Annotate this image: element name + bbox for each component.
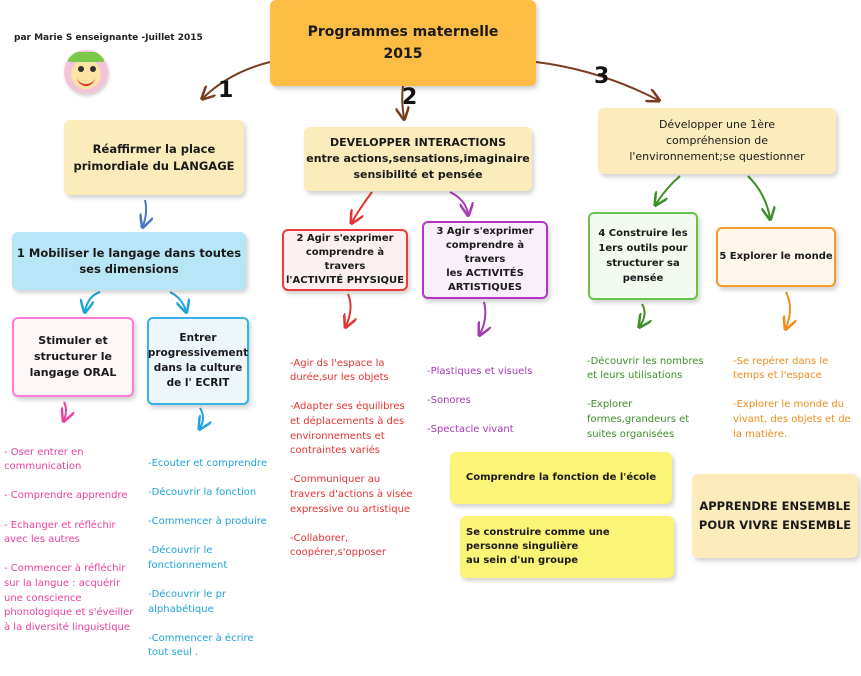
list-item: - Comprendre apprendre	[4, 490, 128, 502]
list-item: -Spectacle vivant	[427, 423, 514, 435]
arrow-l3-to-list	[480, 301, 485, 334]
arrow-l4-to-list	[640, 303, 645, 326]
list-activites-artistiques: -Plastiques et visuels -Sonores -Spectac…	[427, 350, 547, 452]
root-node[interactable]: Programmes maternelle 2015	[270, 0, 536, 86]
node-fonction-ecole-label: Comprendre la fonction de l'école	[465, 472, 657, 483]
domain-5-label: 5 Explorer le monde	[719, 251, 833, 262]
branch-environnement[interactable]: Développer une 1ère compréhension de l'e…	[598, 108, 836, 174]
arrow-b2-to-l2	[352, 191, 373, 222]
subdomain-ecrit[interactable]: Entrer progressivement dans la culture d…	[147, 317, 249, 405]
arrow-l5-to-list	[786, 291, 790, 328]
list-item: -Agir ds l'espace la durée,sur les objet…	[290, 357, 389, 384]
arrow-l1b-to-list	[200, 407, 203, 428]
list-oral: - Oser entrer en communication - Compren…	[4, 431, 134, 650]
subdomain-ecrit-label: Entrer progressivement dans la culture d…	[147, 332, 249, 389]
branch-interactions-label: DEVELOPPER INTERACTIONS entre actions,se…	[306, 136, 530, 181]
node-personne-singuliere-label: Se construire comme une personne singuli…	[466, 527, 610, 566]
list-item: -Découvrir le pr alphabétique	[148, 588, 227, 615]
arrow-b3-to-l5	[747, 175, 770, 218]
arrow-b2-to-l3	[449, 191, 468, 214]
subdomain-oral-label: Stimuler et structurer le langage ORAL	[29, 334, 117, 379]
arrow-l1-to-l1a	[85, 291, 101, 311]
author-credit: par Marie S enseignante -Juillet 2015	[14, 33, 203, 43]
arrow-b1-to-l1	[143, 199, 146, 226]
branch-number-1: 1	[218, 78, 234, 103]
list-outils-pensee: -Découvrir les nombres et leurs utilisat…	[587, 340, 707, 457]
list-activite-physique: -Agir ds l'espace la durée,sur les objet…	[290, 342, 420, 576]
branch-interactions[interactable]: DEVELOPPER INTERACTIONS entre actions,se…	[304, 127, 532, 191]
arrow-l2-to-list	[346, 293, 351, 326]
list-item: -Découvrir le fonctionnement	[148, 545, 228, 571]
domain-3-label: 3 Agir s'exprimer comprendre à travers l…	[436, 226, 534, 293]
domain-2-activite-physique[interactable]: 2 Agir s'exprimer comprendre à travers l…	[282, 229, 408, 291]
list-item: -Se repérer dans le temps et l'espace	[733, 355, 829, 382]
list-item: -Adapter ses équilibres et déplacements …	[290, 401, 405, 457]
list-item: -Explorer le monde du vivant, des objets…	[733, 399, 851, 440]
mind-map: par Marie S enseignante -Juillet 2015 Pr…	[4, 0, 858, 658]
list-explorer-monde: -Se repérer dans le temps et l'espace -E…	[733, 340, 853, 457]
list-item: - Echanger et réfléchir avec les autres	[4, 519, 116, 546]
list-item: -Ecouter et comprendre	[148, 457, 267, 469]
branch-langage-label: Réaffirmer la place primordiale du LANGA…	[73, 141, 235, 173]
domain-3-activites-artistiques[interactable]: 3 Agir s'exprimer comprendre à travers l…	[422, 221, 548, 299]
list-item: -Découvrir la fonction	[148, 486, 257, 498]
list-ecrit: -Ecouter et comprendre -Découvrir la fon…	[148, 442, 268, 676]
arrow-root-to-b1	[203, 61, 271, 98]
list-item: -Communiquer au travers d'actions à visé…	[290, 474, 413, 515]
list-item: - Oser entrer en communication	[4, 446, 84, 473]
arrow-l1-to-l1b	[169, 291, 186, 311]
domain-1-label: 1 Mobiliser le langage dans toutes ses d…	[16, 246, 242, 276]
domain-4-label: 4 Construire les 1ers outils pour struct…	[598, 228, 688, 284]
domain-4-outils-pensee[interactable]: 4 Construire les 1ers outils pour struct…	[588, 212, 698, 300]
list-item: -Commencer à produire	[148, 515, 267, 527]
arrow-l1a-to-list	[64, 401, 66, 420]
domain-5-explorer-monde[interactable]: 5 Explorer le monde	[716, 227, 836, 287]
list-item: -Collaborer, coopérer,s'opposer	[290, 532, 386, 559]
branch-number-3: 3	[594, 64, 610, 89]
root-title: Programmes maternelle 2015	[307, 24, 499, 62]
node-fonction-ecole[interactable]: Comprendre la fonction de l'école	[450, 452, 672, 504]
subdomain-oral[interactable]: Stimuler et structurer le langage ORAL	[12, 317, 134, 397]
list-item: -Plastiques et visuels	[427, 365, 533, 377]
node-personne-singuliere[interactable]: Se construire comme une personne singuli…	[460, 516, 674, 578]
node-apprendre-ensemble-label: APPRENDRE ENSEMBLE POUR VIVRE ENSEMBLE	[698, 499, 852, 532]
branch-environnement-label: Développer une 1ère compréhension de l'e…	[629, 118, 805, 163]
branch-langage[interactable]: Réaffirmer la place primordiale du LANGA…	[64, 120, 244, 195]
list-item: -Découvrir les nombres et leurs utilisat…	[587, 355, 704, 382]
list-item: -Explorer formes,grandeurs et suites org…	[587, 399, 690, 440]
arrow-b3-to-l4	[656, 175, 681, 204]
list-item: - Commencer à réfléchir sur la langue : …	[4, 563, 134, 633]
list-item: -Sonores	[427, 394, 471, 406]
author-avatar-icon	[64, 50, 108, 94]
domain-1-langage[interactable]: 1 Mobiliser le langage dans toutes ses d…	[12, 232, 246, 290]
list-item: -Commencer à écrire tout seul .	[148, 632, 254, 659]
branch-number-2: 2	[402, 85, 418, 110]
node-apprendre-ensemble[interactable]: APPRENDRE ENSEMBLE POUR VIVRE ENSEMBLE	[692, 474, 858, 558]
domain-2-label: 2 Agir s'exprimer comprendre à travers l…	[285, 233, 405, 286]
